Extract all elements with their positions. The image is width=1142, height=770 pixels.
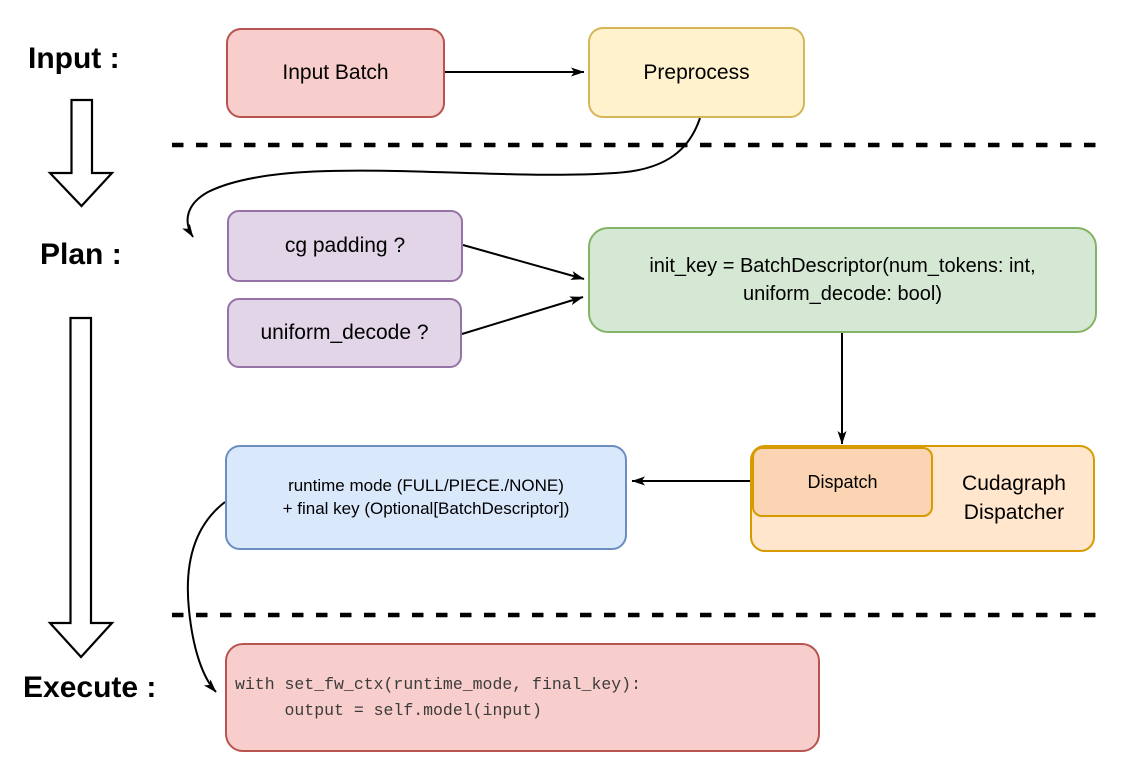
runtime-mode-line1: runtime mode (FULL/PIECE./NONE): [288, 475, 564, 495]
preprocess-label: Preprocess: [643, 60, 750, 84]
stage-label-plan: Plan :: [40, 238, 122, 271]
arrow-runtime-mode-to-execute-code: [186, 501, 226, 693]
runtime-mode-line2: + final key (Optional[BatchDescriptor]): [282, 498, 570, 518]
init-key-line2: uniform_decode: bool): [742, 283, 942, 305]
uniform-decode-node: uniform_decode ?: [227, 298, 462, 368]
cg-padding-label: cg padding ?: [284, 234, 406, 257]
input-batch-label: Input Batch: [282, 61, 389, 84]
stage-label-execute: Execute :: [23, 671, 157, 704]
arrow-uniform-decode-to-init-key: [461, 296, 584, 335]
execute-code-node: with set_fw_ctx(runtime_mode, final_key)…: [225, 643, 820, 752]
cg-padding-node: cg padding ?: [227, 210, 463, 282]
execute-code-line2: output = self.model(input): [235, 700, 542, 720]
stage-label-input: Input :: [28, 42, 120, 75]
cudagraph-label-line1: Cudagraph: [962, 472, 1066, 496]
runtime-mode-node: runtime mode (FULL/PIECE./NONE) + final …: [225, 445, 627, 550]
dispatch-label: Dispatch: [807, 471, 878, 492]
hollow-arrow-plan-to-execute: [47, 316, 115, 659]
cudagraph-dispatcher-label: Cudagraph Dispatcher: [933, 445, 1095, 552]
cudagraph-label-line2: Dispatcher: [963, 500, 1065, 524]
dispatch-node: Dispatch: [752, 447, 933, 517]
init-key-line1: init_key = BatchDescriptor(num_tokens: i…: [649, 255, 1036, 277]
input-batch-node: Input Batch: [226, 28, 445, 118]
init-key-node: init_key = BatchDescriptor(num_tokens: i…: [588, 227, 1097, 333]
execute-code-line1: with set_fw_ctx(runtime_mode, final_key)…: [235, 674, 641, 694]
arrow-preprocess-to-cg-padding: [182, 117, 701, 238]
hollow-arrow-input-to-plan: [47, 98, 115, 208]
uniform-decode-label: uniform_decode ?: [260, 321, 429, 344]
arrow-cg-padding-to-init-key: [462, 244, 585, 280]
preprocess-node: Preprocess: [588, 27, 805, 118]
